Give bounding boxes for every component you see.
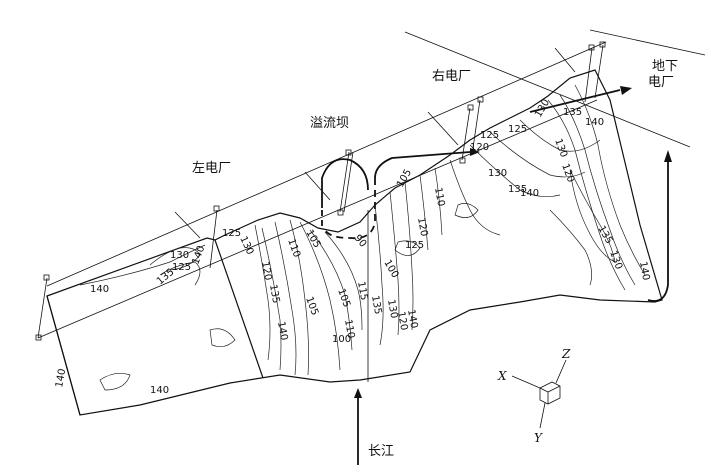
- contour-label: 140: [150, 385, 169, 396]
- contour-label: 140: [637, 261, 651, 282]
- exit-arrow-head: [664, 150, 672, 162]
- contour-label: 105: [303, 228, 322, 250]
- axis-indicator: X Z Y: [497, 347, 571, 445]
- axis-x-label: X: [497, 369, 507, 383]
- pylon-node: [43, 274, 50, 281]
- contour-label: 120: [470, 142, 489, 153]
- axis-y-line: [539, 402, 546, 429]
- contour-label: 100: [332, 334, 351, 345]
- contour-label: 130: [552, 137, 569, 159]
- block-edge-left: [214, 239, 264, 379]
- pylon-ug-1: [584, 47, 593, 103]
- contour-label: 120: [395, 311, 409, 332]
- contour-label: 135: [563, 107, 582, 118]
- contour-label: 130: [237, 235, 255, 257]
- pylon-node: [459, 157, 466, 164]
- contour-label: 120: [559, 162, 576, 184]
- pylon-node: [35, 334, 42, 341]
- pylon-node: [588, 44, 595, 51]
- contour-label: 130: [170, 250, 189, 261]
- axis-z-line: [555, 359, 567, 384]
- ug-arrow-head: [620, 86, 632, 95]
- contour-label: 115: [355, 281, 369, 302]
- pylon-right-2: [471, 99, 481, 156]
- label-left-plant: 左电厂: [192, 161, 231, 176]
- pylon-node: [345, 149, 352, 156]
- contour-label: 140: [275, 321, 289, 342]
- contour-label: 140: [90, 284, 109, 295]
- axis-z-label: Z: [561, 347, 571, 361]
- ug-arrow-line: [529, 89, 621, 113]
- contour-label: 140: [190, 244, 207, 266]
- axis-y-label: Y: [534, 431, 543, 445]
- pylon-node: [477, 96, 484, 103]
- contour-label: 140: [520, 188, 539, 199]
- contour-label: 130: [533, 97, 552, 119]
- pylon-node: [599, 41, 606, 48]
- reference-line-right-2: [589, 29, 706, 56]
- contour-label: 135: [508, 184, 527, 195]
- pylon-node: [337, 209, 344, 216]
- contour-label: 125: [222, 228, 241, 239]
- contour-label: 140: [54, 368, 68, 389]
- contour-label: 130: [385, 299, 399, 320]
- label-river: 长江: [368, 444, 394, 459]
- label-spillway-dam: 溢流坝: [310, 116, 349, 131]
- leader-ug: [554, 47, 576, 73]
- label-underground-2: 电厂: [648, 75, 674, 90]
- leader-left-plant: [174, 211, 201, 239]
- contour-label: 105: [335, 287, 352, 309]
- pylon-ug-2: [594, 44, 604, 99]
- contour-label: 110: [342, 319, 356, 340]
- contour-label: 130: [488, 168, 507, 179]
- contour-label: 135: [595, 224, 614, 246]
- contour-label: 120: [259, 261, 273, 282]
- pylon-spill-2: [343, 151, 354, 213]
- contour-label: 125: [172, 262, 191, 273]
- contour-label: 125: [405, 240, 424, 251]
- pylon-node: [467, 104, 474, 111]
- river-arrow-head: [354, 388, 362, 398]
- contour-label: 110: [285, 237, 302, 259]
- leader-right-plant: [427, 111, 459, 146]
- label-underground-1: 地下: [652, 59, 678, 74]
- pylon-right-1: [461, 107, 471, 161]
- label-right-plant: 右电厂: [432, 69, 471, 84]
- reference-line-lower: [37, 99, 598, 339]
- pylon-left-2: [209, 209, 218, 269]
- pylon-spill-1: [339, 151, 350, 213]
- spillway-dashed-loop: [324, 178, 376, 240]
- contour-label: 135: [267, 284, 281, 305]
- contour-label: 110: [432, 187, 446, 208]
- axis-cube: [539, 381, 561, 405]
- contour-labels: 140 130 125 135 140 125 130 110 105 120 …: [54, 97, 651, 396]
- pylon-left-1: [37, 277, 48, 339]
- leader-spillway: [304, 171, 331, 201]
- spillway-arrow-loop: [321, 158, 369, 208]
- reference-line-right: [404, 31, 691, 148]
- contour-label: 125: [508, 124, 527, 135]
- right-arrow-line: [374, 151, 471, 179]
- contour-label: 105: [395, 167, 414, 189]
- contour-lines: [79, 84, 646, 391]
- contour-label: 125: [480, 130, 499, 141]
- contour-label: 140: [585, 117, 604, 128]
- contour-label: 135: [369, 295, 383, 316]
- contour-label: 120: [415, 217, 429, 238]
- pylon-node: [213, 205, 220, 212]
- axis-x-line: [511, 375, 541, 389]
- exit-arrow-line: [647, 160, 669, 302]
- reference-line-upper: [46, 41, 607, 287]
- contour-label: 140: [405, 309, 419, 330]
- block-edge-front: [46, 295, 81, 416]
